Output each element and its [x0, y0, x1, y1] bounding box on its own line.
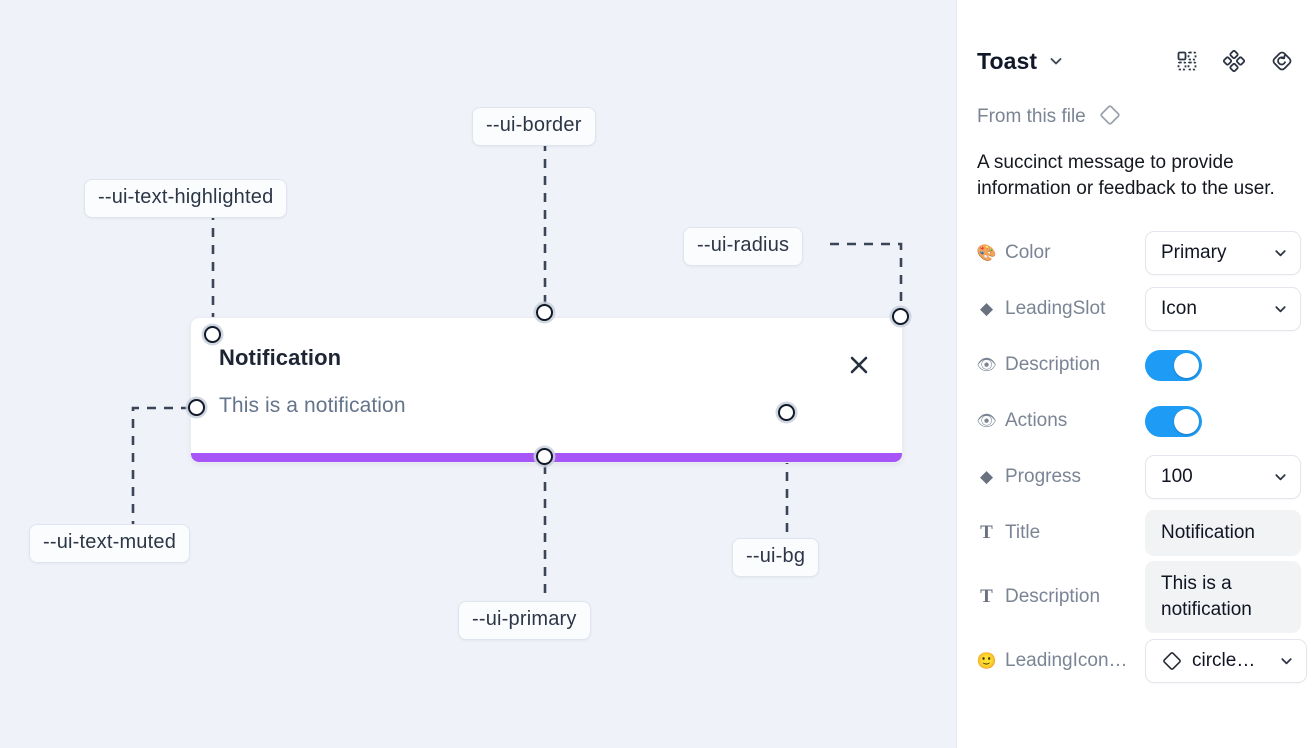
reset-instance-icon[interactable] — [1270, 49, 1294, 73]
design-canvas[interactable]: Notification This is a notification --ui… — [0, 0, 956, 748]
chevron-down-icon — [1273, 246, 1288, 261]
panel-header: Toast — [957, 30, 1312, 92]
panel-title: Toast — [977, 47, 1038, 74]
toast-title: Notification — [219, 345, 342, 370]
leadingslot-select[interactable]: Icon — [1145, 287, 1301, 332]
component-set-icon[interactable] — [1223, 50, 1245, 72]
handle-ui-border[interactable] — [536, 304, 553, 321]
handle-ui-bg[interactable] — [778, 404, 795, 421]
property-row-color: 🎨 Color Primary — [957, 225, 1312, 281]
property-row-title: T Title Notification — [957, 505, 1312, 561]
smiley-emoji-icon: 🙂 — [977, 652, 997, 670]
property-label-description-text: T Description — [977, 586, 1145, 608]
handle-ui-radius[interactable] — [892, 308, 909, 325]
description-input[interactable]: This is a notification — [1145, 561, 1301, 633]
actions-toggle[interactable] — [1145, 405, 1202, 437]
color-select[interactable]: Primary — [1145, 231, 1301, 276]
property-row-leadingslot: ◆ LeadingSlot Icon — [957, 281, 1312, 337]
property-label-leadingicon: 🙂 LeadingIcon… — [977, 649, 1128, 671]
source-row: From this file — [957, 98, 1312, 136]
annotation-pill-ui-radius[interactable]: --ui-radius — [683, 227, 804, 266]
description-toggle[interactable] — [1145, 349, 1202, 381]
eye-emoji-icon: 👁 — [977, 357, 997, 375]
annotation-pill-ui-border[interactable]: --ui-border — [472, 107, 596, 146]
source-label: From this file — [977, 106, 1086, 127]
close-icon[interactable] — [846, 352, 872, 378]
annotation-pill-ui-bg[interactable]: --ui-bg — [732, 538, 820, 577]
chevron-down-icon — [1279, 653, 1294, 668]
property-label-description-visibility: 👁 Description — [977, 354, 1101, 376]
property-list: 🎨 Color Primary ◆ LeadingSlot — [957, 225, 1312, 688]
diamond-outline-icon — [1098, 103, 1122, 132]
diamond-solid-icon: ◆ — [979, 467, 994, 487]
handle-ui-primary[interactable] — [536, 448, 553, 465]
text-t-icon: T — [980, 522, 993, 544]
palette-emoji-icon: 🎨 — [977, 245, 997, 263]
property-row-progress: ◆ Progress 100 — [957, 449, 1312, 505]
handle-ui-text-muted[interactable] — [188, 399, 205, 416]
diamond-solid-icon: ◆ — [979, 299, 994, 319]
component-description: A succinct message to provide informatio… — [977, 152, 1275, 199]
eye-emoji-icon: 👁 — [977, 413, 997, 431]
property-label-color: 🎨 Color — [977, 242, 1051, 264]
property-row-description-text: T Description This is a notification — [957, 561, 1312, 633]
text-t-icon: T — [980, 585, 993, 607]
toast-description: This is a notification — [219, 394, 406, 417]
chevron-down-icon — [1273, 470, 1288, 485]
properties-panel: Toast — [956, 0, 1312, 748]
property-label-leadingslot: ◆ LeadingSlot — [977, 298, 1145, 320]
chevron-down-icon — [1273, 302, 1288, 317]
property-label-actions-visibility: 👁 Actions — [977, 410, 1068, 432]
toast-preview-card[interactable]: Notification This is a notification — [190, 317, 903, 463]
property-row-leadingicon: 🙂 LeadingIcon… circle… — [957, 633, 1312, 689]
diamond-outline-icon — [1161, 650, 1183, 672]
title-input[interactable]: Notification — [1145, 510, 1301, 557]
property-label-title: T Title — [977, 522, 1145, 544]
annotation-pill-ui-text-muted[interactable]: --ui-text-muted — [29, 524, 191, 563]
component-icon[interactable] — [1176, 50, 1198, 72]
annotation-pill-ui-primary[interactable]: --ui-primary — [458, 601, 591, 640]
toggle-knob — [1174, 352, 1199, 378]
panel-header-actions — [1176, 49, 1294, 73]
property-label-progress: ◆ Progress — [977, 466, 1145, 488]
property-row-description-visibility: 👁 Description — [957, 337, 1312, 393]
progress-select[interactable]: 100 — [1145, 455, 1301, 500]
leadingicon-select[interactable]: circle… — [1145, 638, 1307, 683]
toggle-knob — [1174, 408, 1199, 434]
handle-ui-text-highlighted[interactable] — [204, 326, 221, 343]
property-row-actions-visibility: 👁 Actions — [957, 393, 1312, 449]
chevron-down-icon[interactable] — [1048, 53, 1064, 69]
annotation-pill-ui-text-highlighted[interactable]: --ui-text-highlighted — [84, 179, 288, 218]
